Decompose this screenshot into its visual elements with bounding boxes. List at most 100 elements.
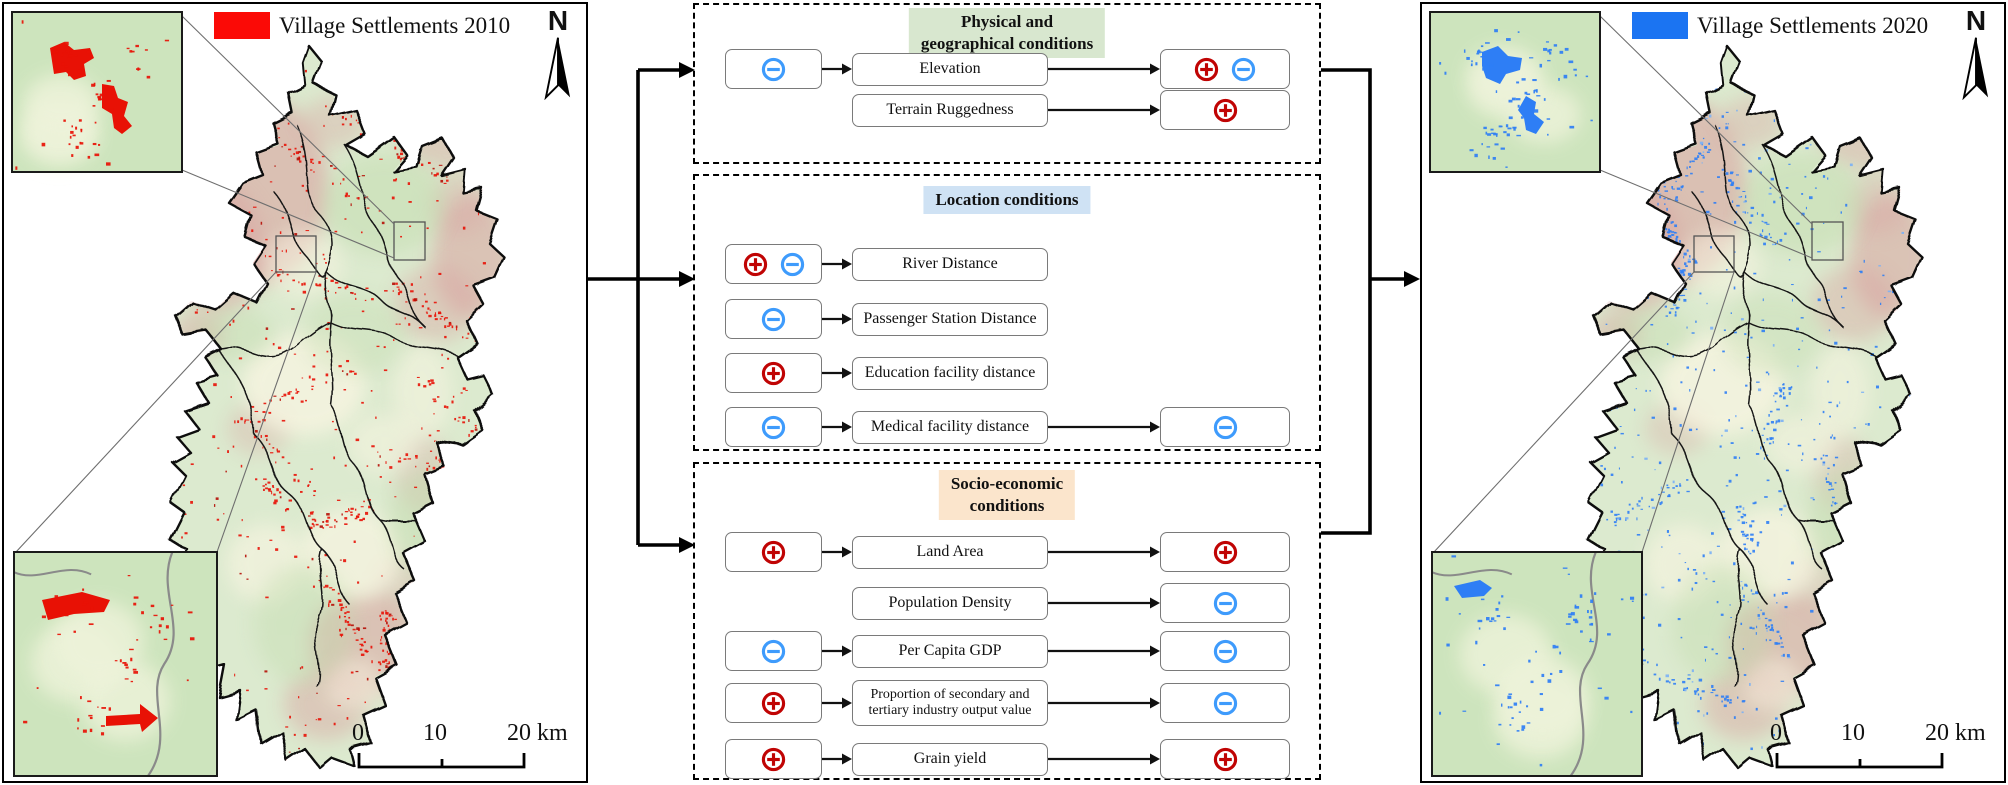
settlement-speck bbox=[341, 123, 345, 126]
settlement-speck bbox=[1602, 165, 1606, 168]
settlement-speck bbox=[1870, 59, 1872, 62]
settlement-speck bbox=[263, 488, 265, 491]
settlement-speck bbox=[1670, 221, 1673, 224]
settlement-speck bbox=[356, 515, 359, 517]
settlement-speck bbox=[357, 581, 360, 584]
settlement-speck bbox=[493, 172, 497, 176]
settlement-speck bbox=[1667, 495, 1671, 498]
settlement-speck bbox=[385, 611, 388, 615]
settlement-speck bbox=[300, 145, 305, 148]
settlement-speck bbox=[1535, 228, 1539, 230]
settlement-speck bbox=[88, 623, 94, 626]
settlement-speck bbox=[1763, 242, 1766, 246]
settlement-speck bbox=[1594, 592, 1597, 595]
settlement-speck bbox=[1547, 49, 1550, 53]
settlement-speck bbox=[1648, 220, 1651, 222]
panel-title-physical: Physical and geographical conditions bbox=[908, 8, 1106, 59]
settlement-speck bbox=[1516, 730, 1520, 732]
lowland-tint bbox=[1612, 308, 1692, 360]
settlement-speck bbox=[391, 615, 393, 617]
settlement-speck bbox=[1827, 380, 1829, 383]
settlement-speck bbox=[1782, 383, 1784, 386]
settlement-speck bbox=[1778, 388, 1783, 391]
flow-arrow-head bbox=[1150, 597, 1160, 609]
settlement-speck bbox=[255, 478, 258, 481]
settlement-speck bbox=[1658, 221, 1661, 224]
settlement-speck bbox=[1768, 373, 1770, 376]
settlement-speck bbox=[200, 168, 203, 170]
settlement-speck bbox=[305, 399, 307, 402]
settlement-speck bbox=[218, 683, 221, 686]
district-boundary bbox=[325, 271, 425, 327]
settlement-cluster bbox=[102, 84, 132, 134]
settlement-speck bbox=[1549, 672, 1553, 676]
settlement-speck bbox=[1696, 688, 1699, 692]
settlement-speck bbox=[319, 525, 323, 528]
settlement-speck bbox=[1914, 667, 1917, 670]
settlement-speck bbox=[1672, 480, 1675, 484]
settlement-speck bbox=[1896, 65, 1898, 68]
settlement-speck bbox=[314, 519, 317, 522]
settlement-speck bbox=[1778, 145, 1782, 149]
factor-label-box: Per Capita GDP bbox=[852, 634, 1048, 668]
settlement-speck bbox=[1780, 646, 1784, 648]
settlement-speck bbox=[1886, 480, 1888, 483]
settlement-speck bbox=[1899, 161, 1904, 165]
settlement-speck bbox=[271, 485, 275, 487]
settlement-speck bbox=[1695, 572, 1698, 575]
settlement-speck bbox=[1909, 501, 1913, 504]
settlement-speck bbox=[344, 517, 348, 520]
settlement-speck bbox=[1822, 63, 1826, 65]
settlement-speck bbox=[1693, 690, 1698, 693]
settlement-speck bbox=[394, 146, 397, 150]
settlement-speck bbox=[186, 679, 189, 682]
settlement-speck bbox=[1516, 81, 1520, 84]
settlement-speck bbox=[288, 391, 292, 393]
settlement-speck bbox=[288, 499, 293, 502]
settlement-speck bbox=[333, 722, 336, 726]
settlement-speck bbox=[1650, 323, 1654, 326]
settlement-speck bbox=[1604, 213, 1609, 215]
settlement-speck bbox=[1501, 703, 1503, 707]
settlement-speck bbox=[1761, 213, 1764, 217]
settlement-speck bbox=[461, 456, 465, 458]
settlement-speck bbox=[1571, 218, 1574, 220]
settlement-speck bbox=[1777, 419, 1781, 423]
settlement-speck bbox=[1659, 174, 1662, 177]
settlement-speck bbox=[1539, 693, 1543, 696]
settlement-speck bbox=[297, 390, 300, 393]
river-line bbox=[147, 551, 175, 777]
settlement-speck bbox=[411, 142, 415, 144]
settlement-speck bbox=[1849, 613, 1853, 616]
settlement-speck bbox=[411, 135, 416, 138]
settlement-speck bbox=[1680, 185, 1683, 189]
settlement-speck bbox=[1640, 140, 1642, 144]
settlement-speck bbox=[275, 461, 277, 464]
settlement-speck bbox=[1901, 231, 1905, 234]
settlement-speck bbox=[1757, 614, 1760, 617]
settlement-speck bbox=[1573, 221, 1575, 223]
settlement-speck bbox=[302, 290, 307, 294]
settlement-speck bbox=[124, 663, 128, 666]
settlement-speck bbox=[388, 614, 391, 617]
effect-box bbox=[1160, 532, 1290, 572]
settlement-speck bbox=[1469, 149, 1474, 152]
settlement-speck bbox=[1890, 73, 1893, 77]
settlement-speck bbox=[1506, 133, 1510, 137]
settlement-speck bbox=[389, 449, 393, 451]
settlement-speck bbox=[1697, 710, 1700, 713]
settlement-speck bbox=[329, 587, 333, 589]
settlement-speck bbox=[295, 151, 300, 155]
settlement-speck bbox=[1725, 269, 1728, 271]
settlement-speck bbox=[298, 696, 300, 699]
settlement-speck bbox=[1660, 501, 1663, 504]
settlement-speck bbox=[286, 273, 289, 276]
settlement-speck bbox=[1689, 389, 1691, 392]
settlement-speck bbox=[1657, 231, 1660, 234]
settlement-speck bbox=[1785, 186, 1789, 189]
settlement-speck bbox=[182, 484, 186, 487]
settlement-speck bbox=[1628, 375, 1632, 378]
settlement-speck bbox=[64, 613, 69, 617]
settlement-speck bbox=[1526, 103, 1529, 108]
settlement-speck bbox=[1716, 600, 1719, 604]
